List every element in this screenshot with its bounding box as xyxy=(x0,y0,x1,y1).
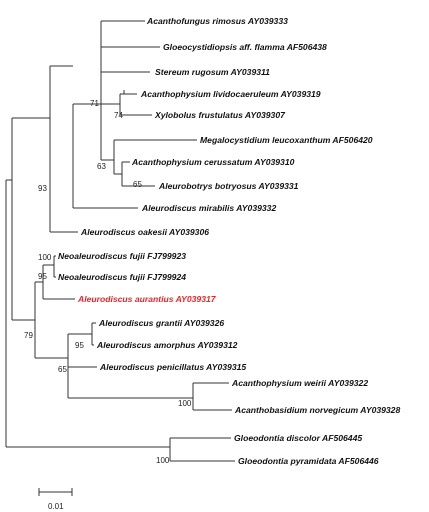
taxon-label-highlighted: Aleurodiscus aurantius AY039317 xyxy=(77,294,217,304)
taxon-label: Aleurodiscus mirabilis AY039332 xyxy=(141,203,276,213)
taxon-label: Aleurodiscus grantii AY039326 xyxy=(98,318,224,328)
taxon-label: Stereum rugosum AY039311 xyxy=(155,67,270,77)
taxon-label: Megalocystidium leucoxanthum AF506420 xyxy=(200,135,373,145)
bootstrap-value: 100 xyxy=(178,399,192,408)
taxon-label: Aleurodiscus oakesii AY039306 xyxy=(80,227,209,237)
taxon-label: Acanthophysium lividocaeruleum AY039319 xyxy=(140,89,321,99)
taxon-label: Aleurodiscus amorphus AY039312 xyxy=(96,340,238,350)
bootstrap-value: 63 xyxy=(97,162,106,171)
taxon-label: Acanthobasidium norvegicum AY039328 xyxy=(234,405,400,415)
taxon-label: Aleurodiscus penicillatus AY039315 xyxy=(99,362,246,372)
bootstrap-value: 100 xyxy=(156,456,170,465)
tree-branches xyxy=(5,20,235,462)
bootstrap-value: 65 xyxy=(58,365,67,374)
taxon-labels: Acanthofungus rimosus AY039333 Gloeocyst… xyxy=(58,16,400,466)
taxon-label: Acanthophysium cerussatum AY039310 xyxy=(131,157,295,167)
scale-bar: 0.01 xyxy=(38,488,73,511)
bootstrap-value: 93 xyxy=(38,184,47,193)
taxon-label: Acanthophysium weirii AY039322 xyxy=(231,378,368,388)
bootstrap-value: 95 xyxy=(75,341,84,350)
taxon-label: Gloeodontia pyramidata AF506446 xyxy=(238,456,379,466)
bootstrap-value: 79 xyxy=(24,331,33,340)
bootstrap-values: 74 65 63 71 93 100 95 95 100 65 79 100 xyxy=(24,99,192,465)
bootstrap-value: 71 xyxy=(90,99,99,108)
bootstrap-value: 65 xyxy=(133,180,142,189)
taxon-label: Gloeodontia discolor AF506445 xyxy=(234,433,362,443)
bootstrap-value: 95 xyxy=(38,272,47,281)
taxon-label: Xylobolus frustulatus AY039307 xyxy=(154,110,286,120)
scale-bar-label: 0.01 xyxy=(48,502,64,511)
bootstrap-value: 100 xyxy=(38,253,52,262)
taxon-label: Neoaleurodiscus fujii FJ799923 xyxy=(58,251,186,261)
taxon-label: Acanthofungus rimosus AY039333 xyxy=(146,16,288,26)
taxon-label: Aleurobotrys botryosus AY039331 xyxy=(158,181,299,191)
bootstrap-value: 74 xyxy=(114,111,123,120)
taxon-label: Gloeocystidiopsis aff. flamma AF506438 xyxy=(163,42,327,52)
taxon-label: Neoaleurodiscus fujii FJ799924 xyxy=(58,272,186,282)
